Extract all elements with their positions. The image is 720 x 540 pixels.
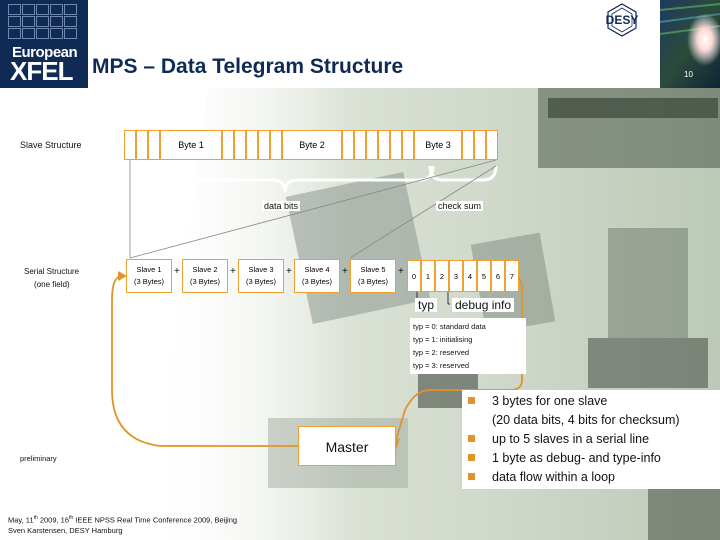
- typ-value-list: typ = 0: standard data typ = 1: initiali…: [410, 318, 526, 374]
- typ-value-item: typ = 2: reserved: [413, 348, 470, 357]
- serial-structure-label: Serial Structure: [24, 267, 80, 276]
- debug-bit-4: 4: [463, 260, 477, 292]
- bullet-square-icon: [468, 473, 475, 480]
- debug-bit-6: 6: [491, 260, 505, 292]
- xfel-logo: [0, 0, 88, 88]
- desy-logo-text: DESY: [606, 13, 639, 27]
- check-sum-brace: [428, 165, 498, 182]
- plus-sign: +: [398, 266, 404, 277]
- bullet-square-icon: [468, 454, 475, 461]
- debug-bit-5: 5: [477, 260, 491, 292]
- byte-3-cell: Byte 3: [414, 130, 462, 160]
- bullet-item: 3 bytes for one slave: [466, 392, 716, 411]
- byte-2-cell: Byte 2: [282, 130, 342, 160]
- bullet-square-icon: [468, 435, 475, 442]
- bit-cell: [474, 130, 486, 160]
- byte-1-cell: Byte 1: [160, 130, 222, 160]
- debug-bit-3: 3: [449, 260, 463, 292]
- plus-sign: +: [342, 266, 348, 277]
- desy-logo: DESY: [606, 3, 639, 37]
- plus-sign: +: [286, 266, 292, 277]
- bullet-item: 1 byte as debug- and type-info: [466, 449, 716, 468]
- footer-line-1: May, 11th 2009, 16th IEEE NPSS Real Time…: [8, 515, 238, 525]
- plus-sign: +: [230, 266, 236, 277]
- bit-cell: [402, 130, 414, 160]
- check-sum-label: check sum: [436, 201, 484, 211]
- slide-footer: May, 11th 2009, 16th IEEE NPSS Real Time…: [8, 513, 237, 536]
- footer-line-2: Sven Karstensen, DESY Hamburg: [8, 525, 123, 535]
- debug-bit-1: 1: [421, 260, 435, 292]
- slave-2-box: Slave 2(3 Bytes): [182, 259, 228, 293]
- bit-cell: [222, 130, 234, 160]
- data-bits-brace: [128, 165, 435, 193]
- expand-line-slave5: [349, 165, 497, 259]
- bit-cell: [486, 130, 498, 160]
- logo-word-xfel: XFEL: [10, 56, 73, 86]
- slide-title: MPS – Data Telegram Structure: [92, 55, 404, 78]
- debug-info-label: debug info: [452, 298, 515, 312]
- master-box: Master: [298, 426, 396, 466]
- plus-sign: +: [174, 266, 180, 277]
- bit-cell: [342, 130, 354, 160]
- bit-cell: [136, 130, 148, 160]
- debug-bit-2: 2: [435, 260, 449, 292]
- bullet-item: data flow within a loop: [466, 468, 716, 487]
- debug-bit-7: 7: [505, 260, 519, 292]
- bit-cell: [148, 130, 160, 160]
- bit-cell: [354, 130, 366, 160]
- preliminary-label: preliminary: [20, 454, 57, 463]
- typ-label: typ: [415, 298, 438, 312]
- typ-value-item: typ = 3: reserved: [413, 361, 470, 370]
- data-bits-label: data bits: [262, 201, 301, 211]
- bit-cell: [462, 130, 474, 160]
- expand-line-diagonal: [129, 159, 497, 259]
- bullet-item: up to 5 slaves in a serial line: [466, 430, 716, 449]
- logo-word-european: European: [12, 44, 78, 61]
- slave-4-box: Slave 4(3 Bytes): [294, 259, 340, 293]
- bit-cell: [270, 130, 282, 160]
- typ-value-item: typ = 0: standard data: [413, 322, 486, 331]
- bit-cell: [390, 130, 402, 160]
- slide-header: [0, 0, 720, 88]
- loop-arrow-from-master: [111, 275, 298, 447]
- slave-5-box: Slave 5(3 Bytes): [350, 259, 396, 293]
- bit-cell: [366, 130, 378, 160]
- slave-3-box: Slave 3(3 Bytes): [238, 259, 284, 293]
- bullet-square-icon: [468, 397, 475, 404]
- slave-1-box: Slave 1(3 Bytes): [126, 259, 172, 293]
- bullet-item-continuation: (20 data bits, 4 bits for checksum): [492, 413, 680, 427]
- bit-cell: [124, 130, 136, 160]
- bit-cell: [378, 130, 390, 160]
- debug-bit-0: 0: [407, 260, 421, 292]
- bullet-list: 3 bytes for one slave (20 data bits, 4 b…: [462, 390, 720, 489]
- header-photo: DESY: [606, 0, 720, 88]
- bit-cell: [234, 130, 246, 160]
- loop-arrow-to-master: [395, 275, 523, 441]
- slave-structure-label: Slave Structure: [20, 140, 82, 150]
- typ-value-item: typ = 1: initialising: [413, 335, 473, 344]
- page-number: 10: [684, 70, 693, 79]
- serial-structure-sub: (one field): [34, 280, 70, 289]
- bit-cell: [246, 130, 258, 160]
- bit-cell: [258, 130, 270, 160]
